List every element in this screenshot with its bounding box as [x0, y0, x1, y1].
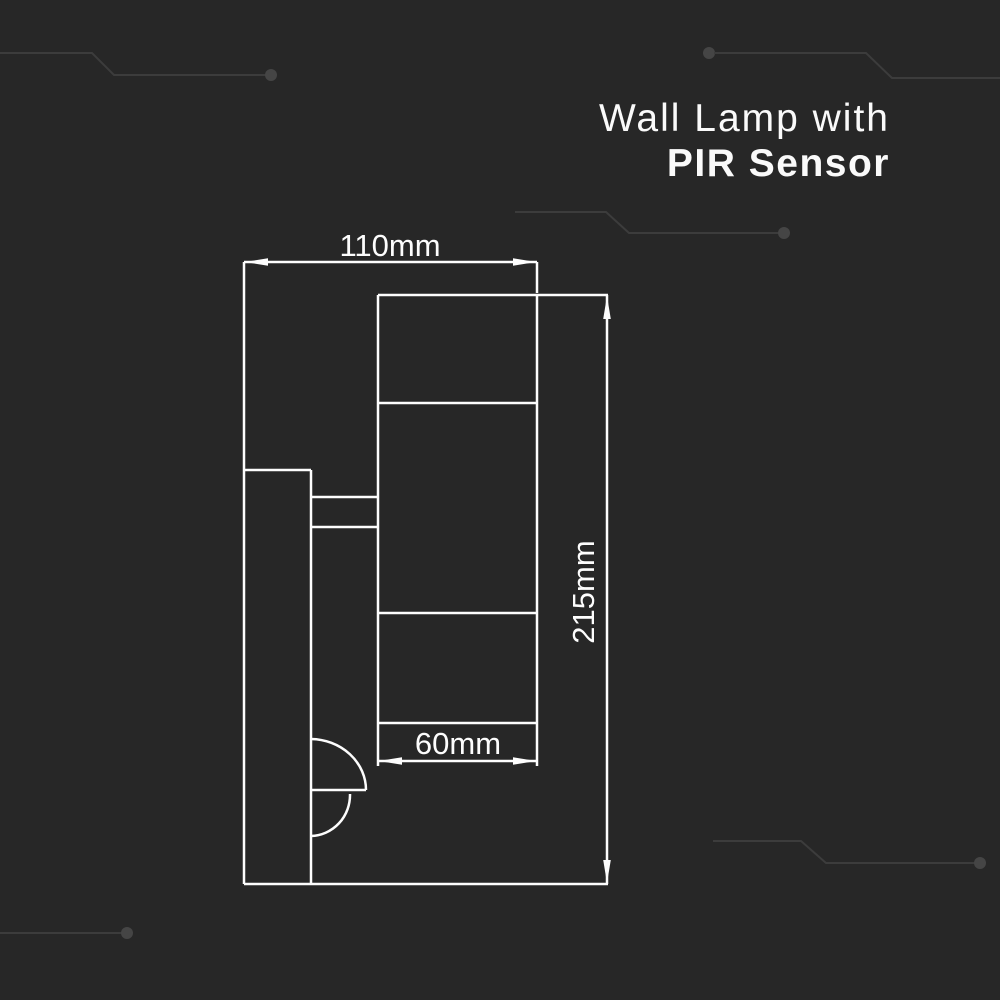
circuit-dot-bottom-right — [974, 857, 986, 869]
mounting-arm — [311, 495, 378, 529]
circuit-decor — [0, 47, 1000, 939]
circuit-dot-top-left — [265, 69, 277, 81]
dimension-diameter: 60mm — [378, 726, 537, 765]
lamp-outline — [242, 262, 608, 886]
product-title-line1: Wall Lamp with — [599, 97, 890, 140]
circuit-line-top-left — [0, 52, 266, 76]
dimension-diameter-arrow-left — [379, 757, 402, 765]
dimension-width-line — [244, 260, 539, 293]
dimension-diameter-arrow-right — [513, 757, 536, 765]
dimension-diameter-label: 60mm — [415, 726, 501, 761]
wall-plate-outline — [242, 262, 608, 886]
dimension-width-label: 110mm — [339, 228, 440, 263]
lamp-body-cylinder — [376, 293, 539, 766]
dimension-width: 110mm — [244, 228, 539, 293]
circuit-dot-mid-right — [778, 227, 790, 239]
circuit-dot-top-right — [703, 47, 715, 59]
circuit-line-mid-right — [515, 211, 779, 234]
dimension-width-arrow-left — [245, 258, 268, 266]
dimension-height-arrow-bottom — [603, 860, 611, 883]
dimension-width-arrow-right — [513, 258, 536, 266]
product-title: Wall Lamp with PIR Sensor — [599, 96, 890, 186]
dimension-height-label: 215mm — [566, 540, 601, 643]
product-title-line2: PIR Sensor — [666, 142, 890, 185]
circuit-line-bottom-right — [713, 840, 975, 864]
pir-sensor-dome — [310, 737, 368, 838]
circuit-line-top-right — [714, 52, 1000, 79]
dimension-height-line — [537, 293, 609, 884]
dimension-height: 215mm — [537, 293, 611, 884]
circuit-dot-bottom-left — [121, 927, 133, 939]
dimension-height-arrow-top — [603, 296, 611, 319]
